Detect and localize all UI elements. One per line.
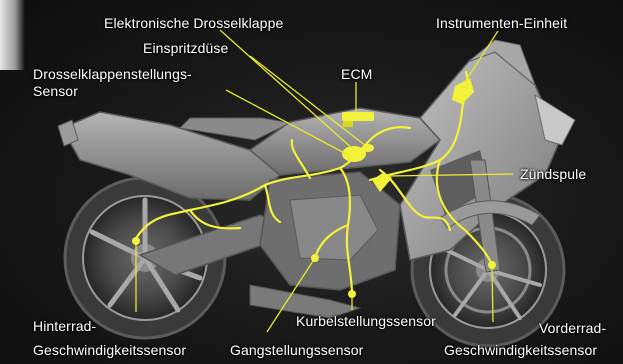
label-elektronische-drosselklappe: Elektronische Drosselklappe: [104, 15, 283, 32]
crank-sensor-component: [348, 290, 356, 298]
label-instrumenten-einheit: Instrumenten-Einheit: [436, 15, 567, 32]
label-hinterrad-geschwindigkeitssensor: Hinterrad- Geschwindigkeitssensor: [33, 318, 186, 359]
front-speed-sensor-component: [488, 261, 496, 269]
label-drosselklappenstellungs-line1: Drosselklappenstellungs-: [33, 66, 192, 83]
label-vorderrad-line2: Geschwindigkeitssensor: [444, 342, 606, 359]
label-hinterrad-line1: Hinterrad-: [33, 318, 186, 335]
ecm-connector: [343, 121, 353, 127]
injector-component: [362, 144, 374, 152]
label-drosselklappenstellungs-sensor: Drosselklappenstellungs- Sensor: [33, 66, 192, 100]
label-hinterrad-line2: Geschwindigkeitssensor: [33, 342, 186, 359]
label-vorderrad-line1: Vorderrad-: [444, 320, 606, 337]
label-zuendspule: Zündspule: [520, 166, 586, 183]
ecm-component: [342, 112, 374, 121]
gear-sensor-component: [311, 254, 319, 262]
label-vorderrad-geschwindigkeitssensor: Vorderrad- Geschwindigkeitssensor: [444, 320, 606, 359]
label-einspritzduese: Einspritzdüse: [143, 40, 228, 57]
label-drosselklappenstellungs-line2: Sensor: [33, 83, 192, 100]
label-kurbelstellungssensor: Kurbelstellungssensor: [296, 313, 436, 330]
label-gangstellungssensor: Gangstellungssensor: [230, 342, 363, 359]
label-ecm: ECM: [341, 66, 372, 83]
rear-speed-sensor-component: [132, 237, 140, 245]
